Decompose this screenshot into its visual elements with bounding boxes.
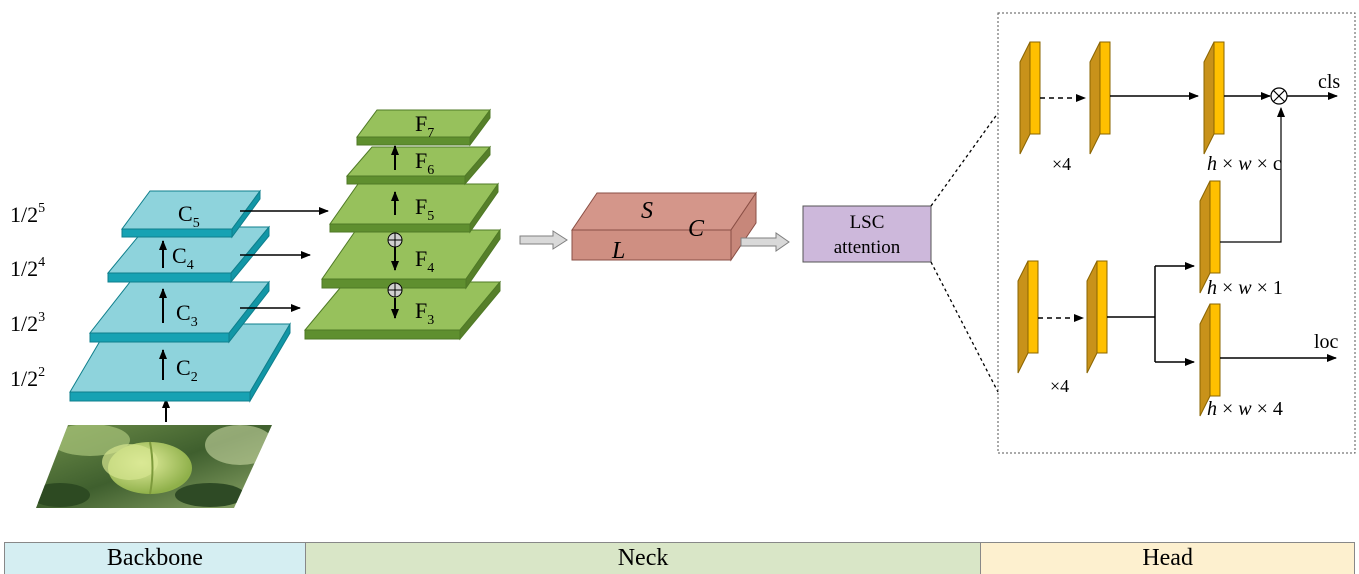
- neck-layer-f6: [345, 145, 492, 186]
- scale-labels: 1/25 1/24 1/23 1/22: [10, 201, 45, 391]
- head-feature-map: [1089, 41, 1111, 155]
- head-feature-map: [1017, 260, 1039, 374]
- neck: F7 F6 F5 F4 F3: [303, 108, 502, 341]
- backbone-layer-c5: [121, 189, 261, 239]
- sum-node: [387, 282, 403, 298]
- input-image: [36, 425, 272, 508]
- neck-label: F4: [415, 246, 434, 276]
- scale-label: 1/22: [10, 365, 45, 391]
- neck-label: F7: [415, 111, 434, 141]
- head-feature-map: [1199, 303, 1221, 417]
- backbone-layer-c3: [88, 280, 271, 344]
- scale-label: 1/23: [10, 310, 45, 336]
- head-feature-map: [1019, 41, 1041, 155]
- scale-label: 1/24: [10, 255, 45, 281]
- backbone-label: C2: [176, 355, 198, 385]
- neck-layer-f5: [329, 182, 499, 234]
- lsc-tensor: S C L: [571, 191, 757, 264]
- legend-neck: Neck: [305, 543, 982, 574]
- neck-label: F6: [415, 148, 434, 178]
- loc-output-label: loc: [1314, 331, 1339, 353]
- tensor-l-label: L: [611, 238, 625, 264]
- dim-label-cls: h × w × c: [1207, 153, 1282, 175]
- head-feature-map: [1203, 41, 1225, 155]
- neck-layer-f3: [303, 280, 502, 341]
- legend-head: Head: [981, 543, 1355, 574]
- backbone-label: C3: [176, 300, 198, 330]
- head-feature-map: [1086, 260, 1108, 374]
- tensor-s-label: S: [641, 198, 653, 224]
- lsc-attention-block: LSC attention: [802, 205, 932, 263]
- cls-output-label: cls: [1318, 71, 1340, 93]
- repeat-label: ×4: [1052, 154, 1071, 174]
- multiply-node: [1270, 87, 1288, 105]
- neck-label: F3: [415, 298, 434, 328]
- scale-label: 1/25: [10, 201, 45, 227]
- head-panel: ×4 ×4 cls loc h × w × c h × w × 1 h × w …: [997, 12, 1356, 454]
- repeat-label: ×4: [1050, 376, 1069, 396]
- section-legend: Backbone Neck Head: [4, 542, 1355, 574]
- sum-node: [387, 232, 403, 248]
- dim-label-objectness: h × w × 1: [1207, 277, 1283, 299]
- backbone-label: C5: [178, 201, 200, 231]
- legend-backbone: Backbone: [5, 543, 306, 574]
- backbone: C2 C3 C4 C5: [69, 189, 291, 403]
- backbone-label: C4: [172, 243, 194, 273]
- neck-layer-f4: [321, 228, 501, 290]
- flow-arrow: [740, 232, 790, 252]
- neck-label: F5: [415, 194, 434, 224]
- tensor-c-label: C: [688, 216, 705, 242]
- dim-label-loc: h × w × 4: [1207, 398, 1283, 420]
- head-feature-map: [1199, 180, 1221, 294]
- attention-label: LSC: [850, 212, 885, 233]
- attention-label: attention: [834, 237, 901, 258]
- neck-layer-f7: [356, 108, 491, 147]
- flow-arrow: [519, 230, 568, 250]
